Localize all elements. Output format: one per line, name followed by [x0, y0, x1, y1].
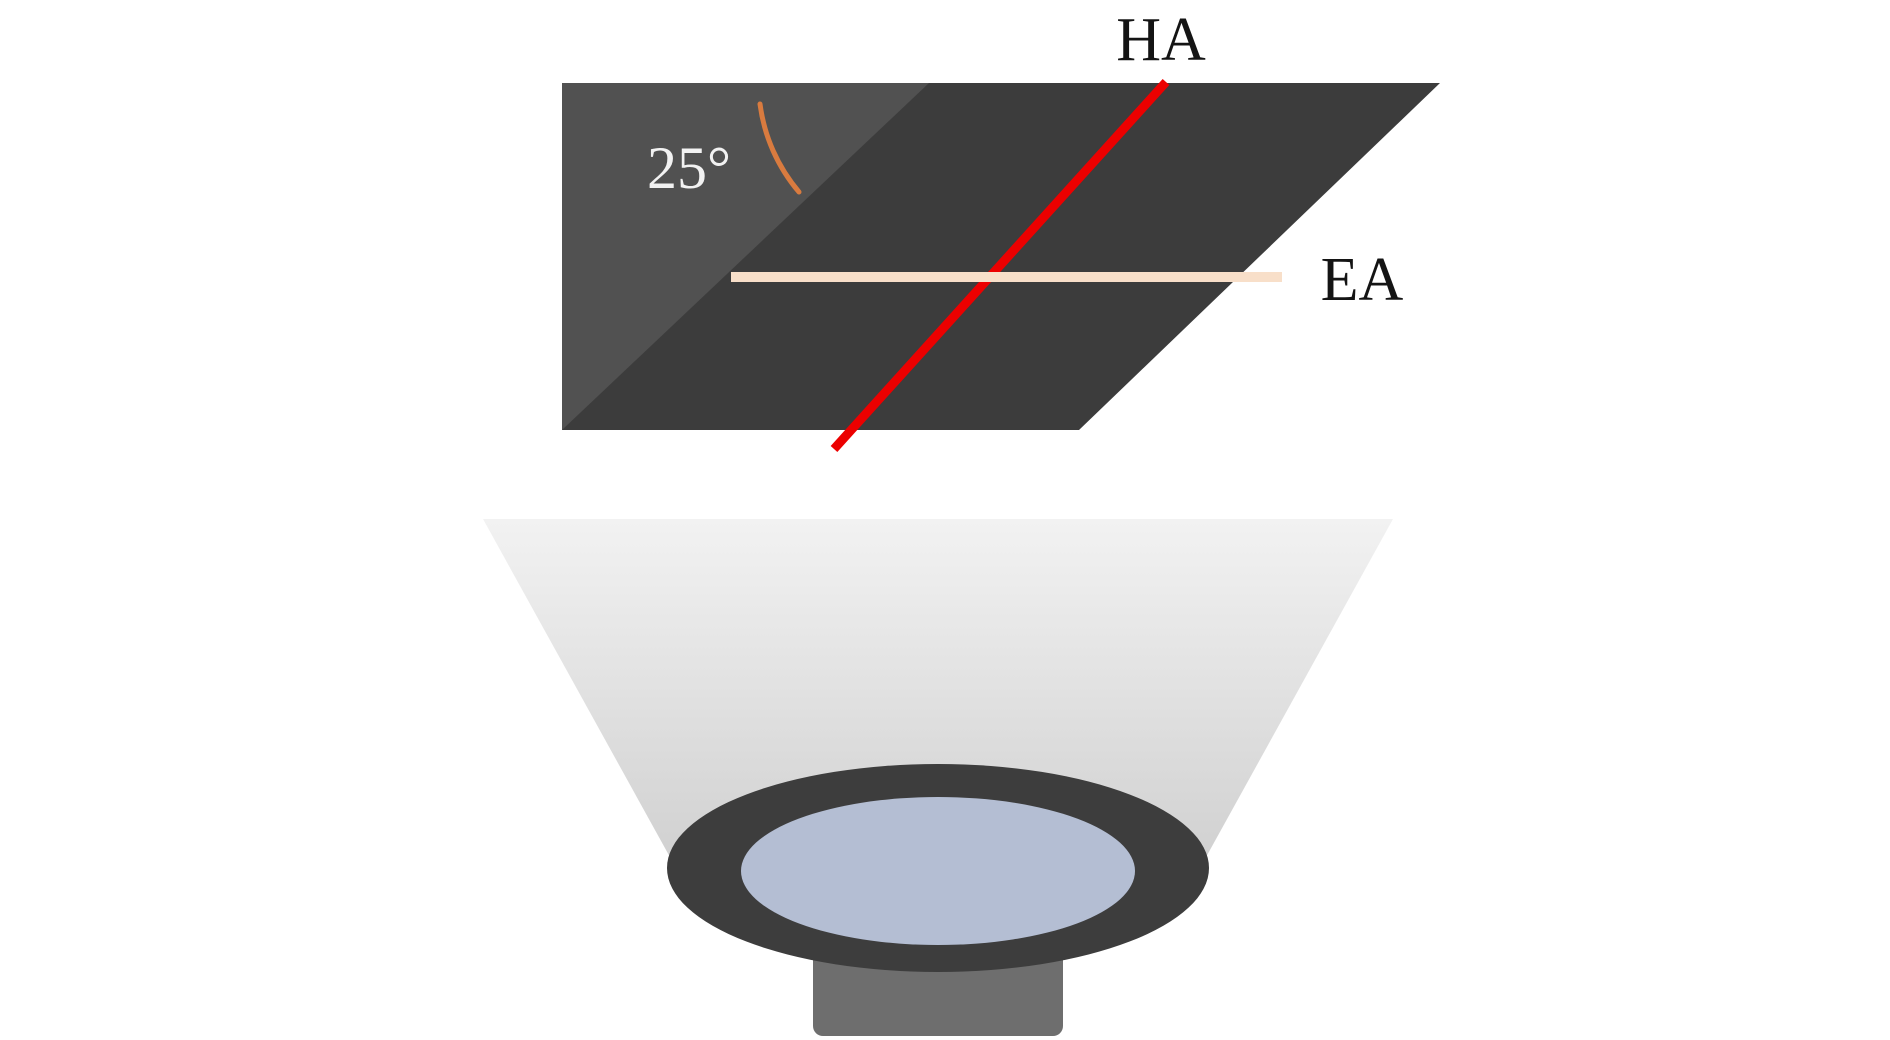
lamp-lens	[741, 797, 1135, 945]
angle-label: 25°	[647, 135, 731, 201]
ea-label: EA	[1321, 246, 1404, 314]
angle-arc	[757, 101, 802, 195]
light-cone	[483, 519, 1393, 868]
panel-highlight-triangle	[562, 83, 929, 430]
ha-axis-line	[830, 78, 1170, 453]
ha-label: HA	[1116, 6, 1206, 74]
